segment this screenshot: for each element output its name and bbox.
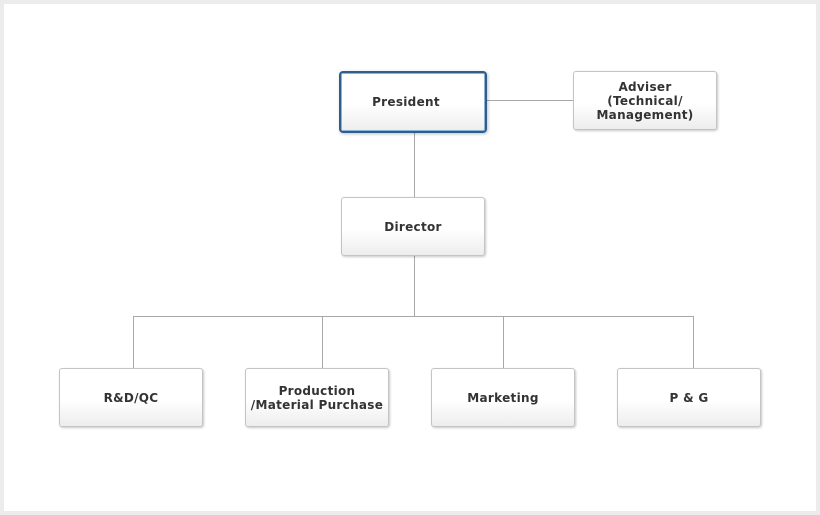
department-label: P & G	[669, 390, 709, 405]
department-box-marketing: Marketing	[431, 368, 575, 427]
director-label: Director	[384, 219, 442, 234]
adviser-box: Adviser (Technical/ Management)	[573, 71, 717, 130]
adviser-label: Adviser (Technical/ Management)	[596, 79, 694, 122]
department-label: Marketing	[467, 390, 539, 405]
department-label: R&D/QC	[103, 390, 159, 405]
director-box: Director	[341, 197, 485, 256]
department-label: Production /Material Purchase	[250, 383, 384, 412]
president-box: President	[339, 71, 487, 133]
department-box-rdqc: R&D/QC	[59, 368, 203, 427]
president-label: President	[372, 95, 440, 109]
department-box-pg: P & G	[617, 368, 761, 427]
department-box-production: Production /Material Purchase	[245, 368, 389, 427]
